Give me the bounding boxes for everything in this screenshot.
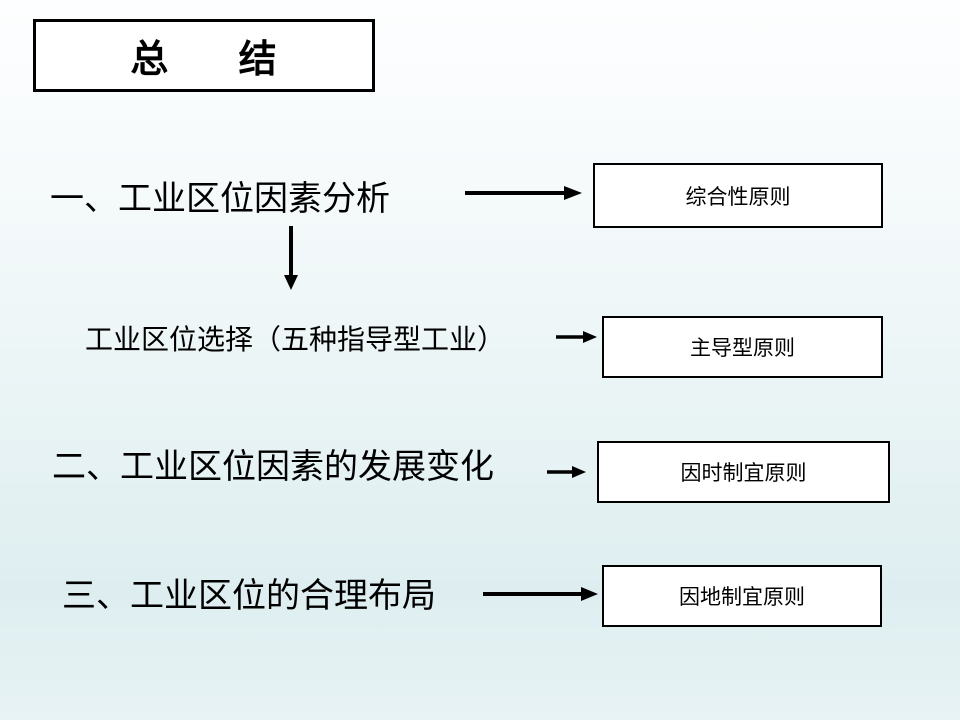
slide-title-box: 总 结 bbox=[33, 19, 375, 92]
arrow-item4-to-box4 bbox=[483, 587, 598, 601]
arrow-item3-to-box3 bbox=[547, 466, 586, 478]
arrow-item1-down-to-item2 bbox=[284, 226, 298, 290]
box-time-appropriate-principle-label: 因时制宜原则 bbox=[680, 462, 807, 485]
box-dominant-principle-label: 主导型原则 bbox=[690, 337, 795, 360]
slide-title: 总 结 bbox=[130, 39, 278, 81]
box-comprehensive-principle: 综合性原则 bbox=[593, 163, 883, 228]
item-industry-location-choice: 工业区位选择（五种指导型工业） bbox=[85, 324, 506, 355]
box-time-appropriate-principle: 因时制宜原则 bbox=[597, 441, 890, 503]
box-dominant-principle: 主导型原则 bbox=[602, 316, 883, 378]
arrow-item2-to-box2 bbox=[556, 331, 597, 343]
box-local-conditions-principle-label: 因地制宜原则 bbox=[679, 586, 805, 609]
item-industry-location-factor-changes: 二、工业区位因素的发展变化 bbox=[52, 448, 494, 486]
box-local-conditions-principle: 因地制宜原则 bbox=[602, 565, 882, 627]
arrow-item1-to-box1 bbox=[465, 186, 582, 200]
item-industry-rational-layout: 三、工业区位的合理布局 bbox=[62, 577, 436, 615]
box-comprehensive-principle-label: 综合性原则 bbox=[685, 185, 791, 209]
item-industry-location-factor-analysis: 一、工业区位因素分析 bbox=[50, 180, 390, 218]
